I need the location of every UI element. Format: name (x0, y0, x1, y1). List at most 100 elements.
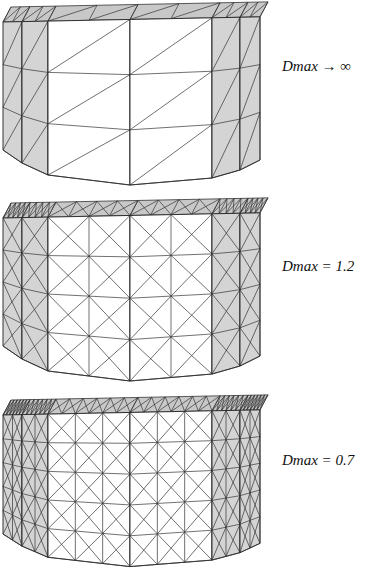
mesh-edge (157, 411, 184, 442)
mesh-edge (3, 218, 22, 250)
side-facet (212, 410, 240, 560)
mesh-edge (212, 498, 226, 530)
mesh-edge (89, 336, 130, 381)
mesh-edge (240, 251, 260, 284)
mesh-edge (250, 2, 268, 17)
mesh-edge (212, 68, 240, 124)
mesh-edge (48, 414, 75, 443)
side-facet (240, 410, 260, 553)
mesh-edge (75, 472, 102, 474)
mesh-edge (3, 282, 22, 324)
mesh-edge (22, 467, 35, 497)
mesh-edge (130, 503, 157, 505)
mesh-edge (250, 410, 260, 438)
mesh-edge (226, 438, 240, 440)
mesh-edge (247, 395, 255, 410)
mesh-edge (212, 3, 234, 18)
mesh-edge (3, 510, 13, 540)
mesh-edge (171, 294, 212, 296)
mesh-edge (240, 249, 260, 290)
mesh-edge (103, 533, 130, 535)
mesh-edge (116, 398, 124, 413)
mesh-edge (250, 490, 260, 520)
mesh-edge (185, 396, 193, 411)
mesh-edge (48, 500, 75, 531)
mesh-edge (3, 69, 22, 108)
mesh-edge (179, 200, 192, 215)
mesh-edge (75, 472, 102, 503)
mesh-edge (75, 399, 83, 414)
mesh-edge (192, 199, 221, 214)
mesh-edge (22, 21, 48, 69)
mesh-edge (240, 465, 250, 495)
parameter-label: Dmax = 0.7 (282, 452, 354, 469)
mesh-edge (157, 503, 184, 532)
mesh-edge (240, 465, 250, 467)
mesh-edge (75, 502, 102, 534)
mesh-edge (3, 7, 21, 22)
mesh-edge (130, 337, 171, 340)
mesh-edge (240, 493, 250, 524)
mesh-edge (22, 467, 35, 469)
mesh-edge (3, 415, 13, 440)
mesh-edge (130, 534, 157, 536)
mesh-edge (240, 213, 260, 252)
mesh-edge (13, 440, 23, 467)
mesh-block (3, 395, 268, 567)
mesh-edge (3, 324, 22, 346)
mesh-edge (22, 441, 35, 469)
parameter-label: Dmax → ∞ (282, 58, 351, 75)
mesh-edge (48, 414, 75, 443)
mesh-edge (89, 256, 130, 298)
mesh-edge (212, 411, 226, 440)
mesh-edge (3, 253, 22, 282)
mesh-edge (179, 397, 185, 412)
mesh-edge (22, 359, 48, 371)
mesh-edge (240, 65, 260, 120)
mesh-edge (212, 254, 240, 290)
mesh-edge (103, 398, 125, 413)
mesh-edge (233, 198, 241, 213)
mesh-edge (130, 474, 157, 503)
mesh-edge (226, 198, 241, 213)
side-facet (130, 214, 212, 381)
mesh-edge (212, 3, 220, 18)
mesh-edge (185, 441, 212, 472)
mesh-edge (22, 253, 48, 256)
mesh-edge (255, 198, 263, 213)
mesh-edge (70, 399, 76, 414)
mesh-edge (62, 399, 84, 414)
mesh-edge (22, 415, 35, 442)
mesh-edge (219, 199, 234, 214)
mesh-edge (185, 411, 212, 442)
mesh-edge (212, 119, 240, 178)
mesh-edge (212, 290, 240, 294)
mesh-edge (212, 498, 226, 500)
mesh-edge (116, 397, 138, 412)
mesh-edge (130, 178, 212, 185)
mesh-edge (240, 438, 250, 468)
mesh-edge (103, 443, 130, 473)
mesh-edge (22, 288, 48, 332)
mesh-edge (185, 500, 212, 532)
mesh-edge (260, 410, 261, 543)
mesh-edge (257, 395, 265, 410)
mesh-edge (212, 251, 240, 293)
mesh-edge (35, 442, 48, 472)
mesh-edge (212, 214, 240, 252)
mesh-edge (3, 439, 13, 465)
mesh-edge (48, 399, 56, 414)
mesh-edge (22, 494, 35, 525)
mesh-edge (250, 465, 260, 490)
mesh-edge (22, 116, 48, 124)
mesh-edge (130, 340, 171, 378)
mesh-edge (171, 396, 193, 411)
mesh-edge (3, 7, 11, 22)
mesh-edge (171, 374, 212, 378)
mesh-edge (212, 328, 240, 334)
mesh-edge (89, 340, 130, 376)
mesh-edge (35, 524, 48, 528)
mesh-edge (48, 529, 75, 561)
mesh-edge (130, 505, 157, 534)
